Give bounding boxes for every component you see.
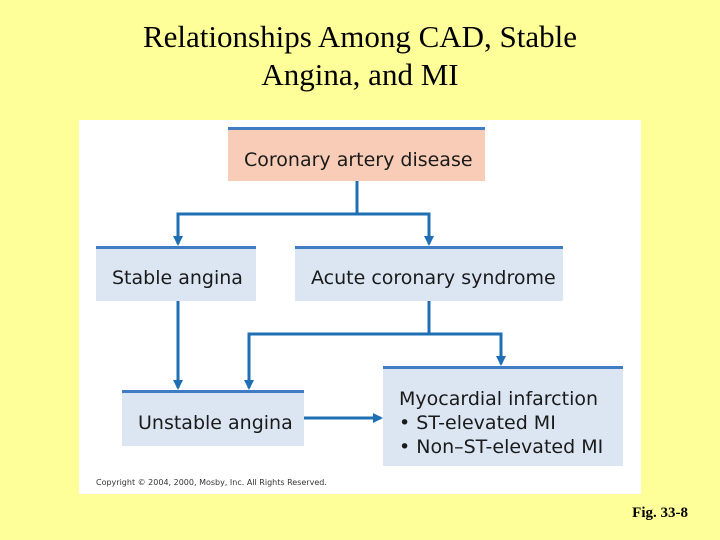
- arrow-acs-to-unstable-angina: [244, 301, 431, 390]
- slide-title: Relationships Among CAD, Stable Angina, …: [0, 18, 720, 94]
- node-title: Myocardial infarction: [399, 388, 599, 410]
- node-stable-angina: Stable angina: [96, 246, 256, 301]
- slide-title-line1: Relationships Among CAD, Stable: [143, 19, 577, 54]
- node-label: Stable angina: [112, 267, 243, 289]
- node-unstable-angina: Unstable angina: [122, 390, 304, 446]
- flow-diagram: Coronary artery disease Stable angina Ac…: [79, 120, 641, 494]
- node-label: Unstable angina: [138, 412, 293, 434]
- node-label: Acute coronary syndrome: [311, 267, 556, 289]
- node-list-item: • ST-elevated MI: [399, 412, 556, 434]
- arrow-cad-to-stable-angina: [173, 181, 359, 246]
- diagram-connectors: [173, 181, 506, 423]
- figure-label: Fig. 33-8: [632, 505, 688, 521]
- node-acute-coronary-syndrome: Acute coronary syndrome: [295, 246, 563, 301]
- copyright-notice: Copyright © 2004, 2000, Mosby, Inc. All …: [96, 478, 327, 487]
- arrow-cad-to-acs: [357, 212, 434, 246]
- node-myocardial-infarction: Myocardial infarction • ST-elevated MI •…: [383, 366, 623, 466]
- node-label: Coronary artery disease: [244, 149, 473, 171]
- node-coronary-artery-disease: Coronary artery disease: [228, 127, 485, 181]
- node-list-item: • Non–ST-elevated MI: [399, 436, 604, 458]
- arrow-acs-to-mi: [429, 332, 506, 366]
- slide-title-line2: Angina, and MI: [261, 57, 459, 92]
